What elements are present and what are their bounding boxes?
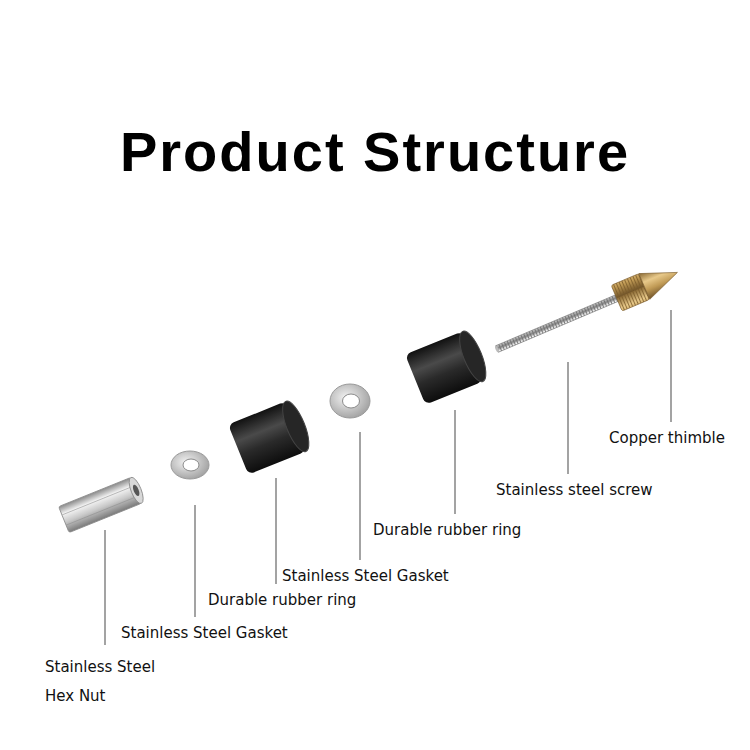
title: Product Structure xyxy=(0,118,750,185)
nut-face xyxy=(126,476,146,506)
gasket xyxy=(330,384,370,418)
leader-line xyxy=(567,362,568,474)
nut-hole xyxy=(132,484,141,497)
rubber-ring xyxy=(228,398,314,475)
screw-shaft xyxy=(496,294,621,352)
gasket xyxy=(171,451,209,479)
part-label: Stainless Steel Hex Nut xyxy=(45,653,185,711)
part-label: Durable rubber ring xyxy=(373,520,521,540)
screw-end xyxy=(494,345,499,353)
screw-assembly xyxy=(490,260,683,363)
rubber-face xyxy=(454,328,491,385)
leader-line xyxy=(194,505,195,617)
gasket-disc xyxy=(171,451,209,479)
thimble-cone xyxy=(639,260,683,300)
rubber-ring xyxy=(405,328,491,405)
leader-line xyxy=(454,410,455,514)
leader-lines xyxy=(105,310,671,645)
gasket-hole xyxy=(343,394,360,408)
leader-line xyxy=(670,310,671,422)
part-label: Copper thimble xyxy=(609,428,725,448)
leader-line xyxy=(359,432,360,560)
part-label: Stainless Steel Gasket xyxy=(282,566,449,586)
part-label: Stainless Steel Gasket xyxy=(121,623,288,643)
part-label: Stainless steel screw xyxy=(496,480,653,500)
nut-facet xyxy=(66,496,138,525)
hex-nut xyxy=(59,476,146,533)
gasket-disc xyxy=(330,384,370,418)
leader-line xyxy=(275,478,276,584)
leader-line xyxy=(104,530,105,645)
part-label: Durable rubber ring xyxy=(208,590,356,610)
nut-body xyxy=(59,477,142,532)
rubber-face xyxy=(277,398,314,455)
nut-facet xyxy=(62,486,134,515)
gasket-hole xyxy=(183,459,199,471)
